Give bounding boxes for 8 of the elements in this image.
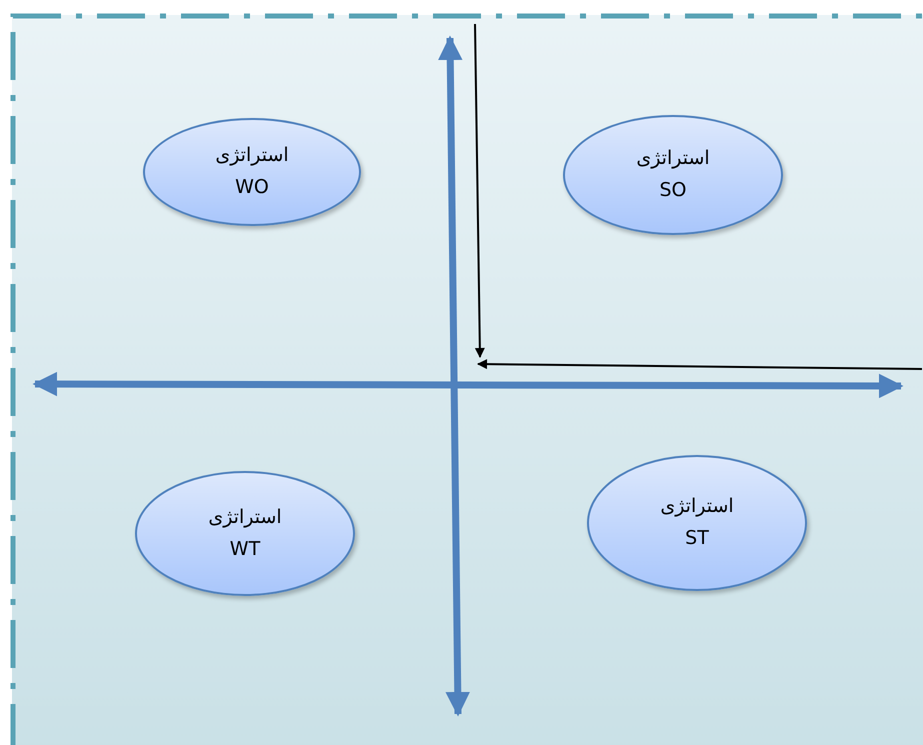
strategy-label: ST [685,527,709,551]
strategy-label: استراتژی [636,147,710,171]
strategy-label: WT [230,538,260,562]
strategy-label: WO [235,176,269,200]
strategy-label: استراتژی [215,144,289,168]
strategy-label: SO [659,179,686,203]
strategy-label: استراتژی [660,495,734,519]
strategy-label: استراتژی [208,506,282,530]
